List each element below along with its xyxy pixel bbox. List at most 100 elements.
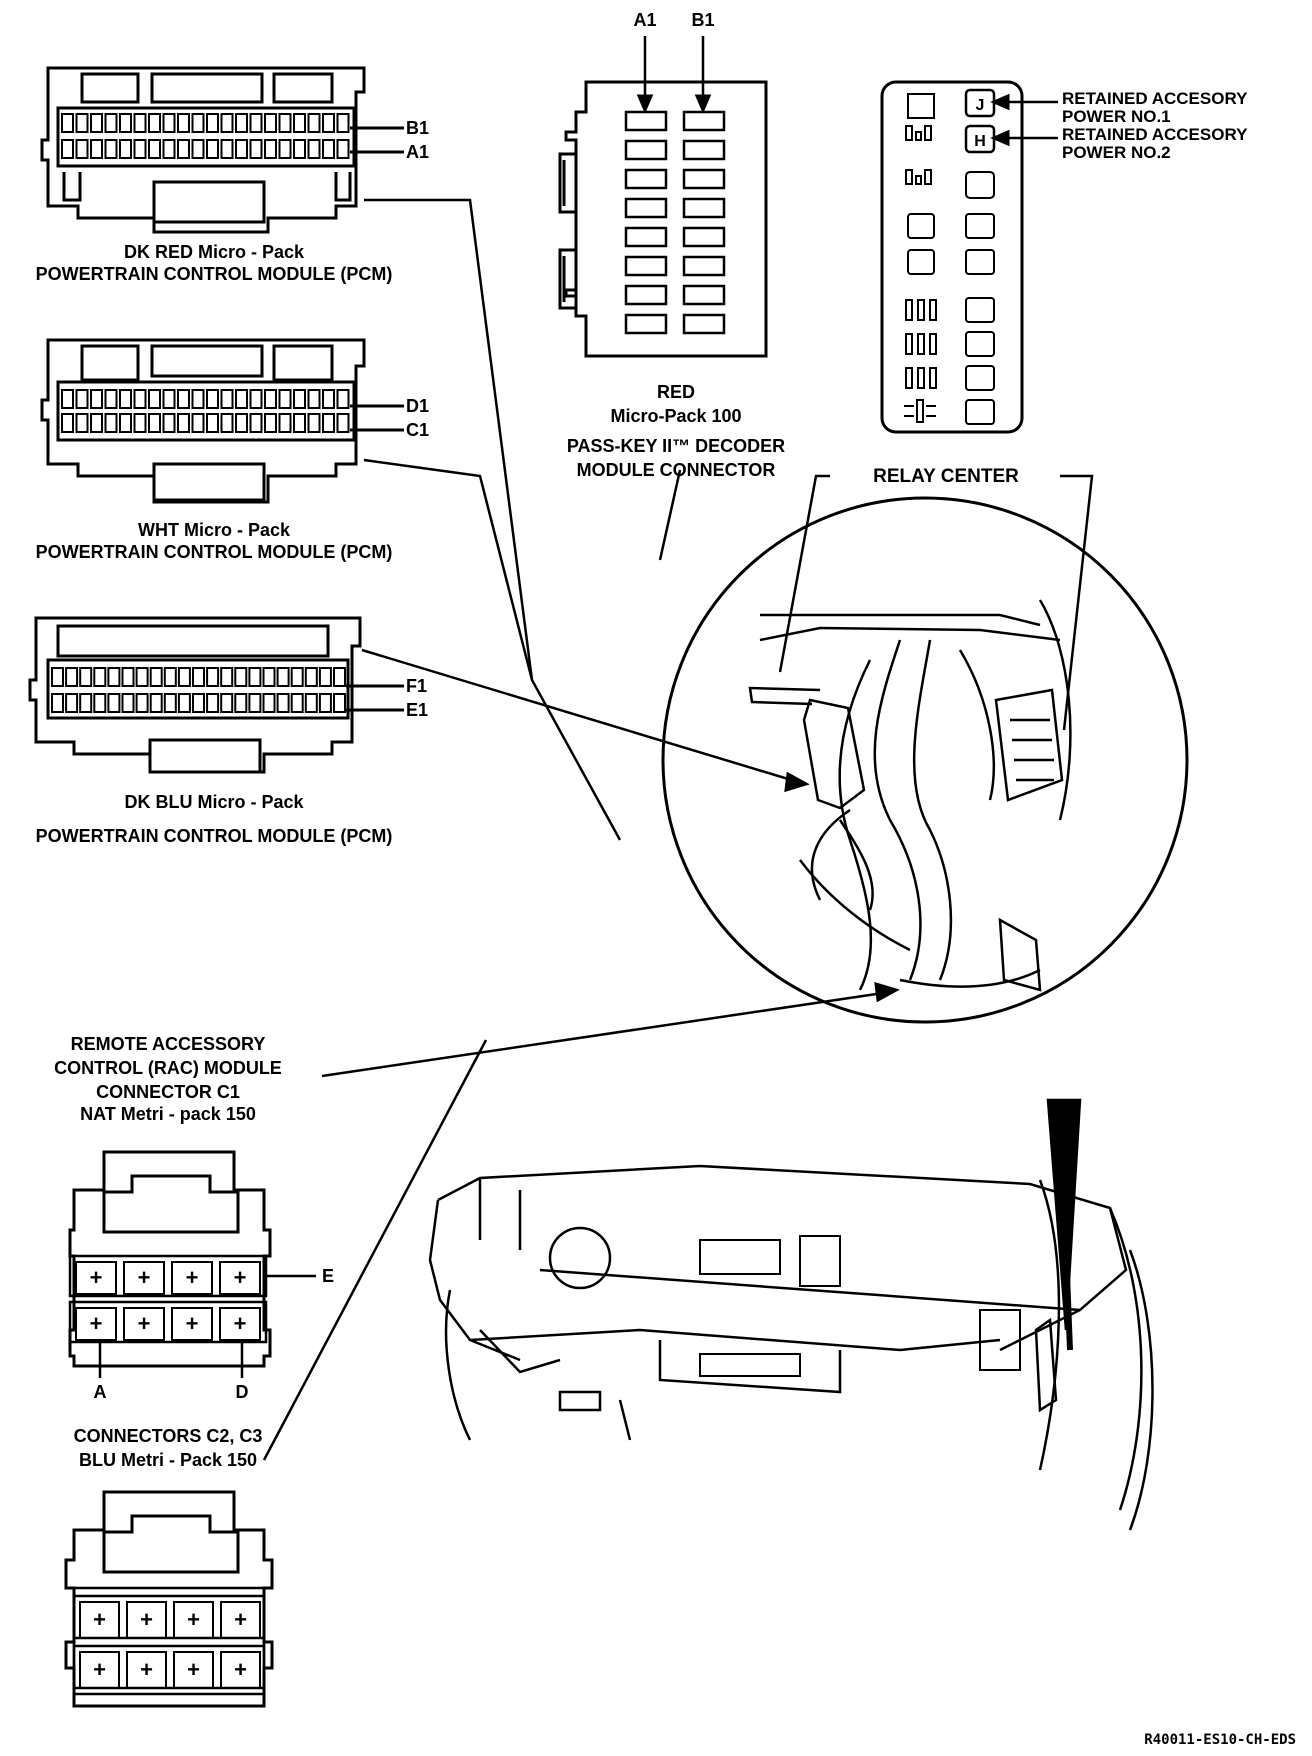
- pin-cell: [264, 389, 277, 409]
- rac-pin-d: D: [236, 1382, 249, 1402]
- pin-cell: [191, 113, 205, 133]
- passkey-line3: PASS-KEY II™ DECODER: [567, 436, 785, 456]
- pin-cell: [177, 113, 190, 133]
- pin-cell: [248, 693, 262, 713]
- rac-line4: NAT Metri - pack 150: [80, 1104, 256, 1124]
- pin-cell: [336, 413, 350, 433]
- pin-plus: +: [90, 1311, 103, 1336]
- pcm2-pin-label-c1: C1: [406, 420, 429, 440]
- pin-cell: [249, 413, 263, 433]
- pin-cell: [307, 139, 321, 159]
- pin-cell: [148, 413, 161, 433]
- pin-cell: [234, 667, 248, 687]
- pin-cell: [107, 667, 121, 687]
- pin-plus: +: [140, 1657, 153, 1682]
- pin-cell: [276, 693, 290, 713]
- pin-cell: [104, 413, 118, 433]
- pin-cell: [318, 693, 332, 713]
- pcm3-caption-line2: POWERTRAIN CONTROL MODULE (PCM): [36, 826, 393, 846]
- pin-cell: [278, 139, 292, 159]
- pin-cell: [75, 389, 89, 409]
- pin-cell: [219, 1261, 261, 1295]
- pin-cell: [126, 1651, 167, 1689]
- pin-cell: [235, 413, 248, 433]
- pin-cell: [75, 139, 89, 159]
- rac-connector-c1: [68, 1150, 316, 1378]
- pin-cell: [162, 113, 176, 133]
- pin-cell: [163, 693, 177, 713]
- pcm-connector-wht: [40, 338, 366, 504]
- pin-cell: [135, 667, 149, 687]
- pin-cell: [191, 413, 205, 433]
- pin-cell: [682, 284, 726, 306]
- pin-cell: [290, 667, 304, 687]
- pcm3-pin-label-f1: F1: [406, 676, 427, 696]
- pin-cell: [149, 667, 163, 687]
- pin-cell: [135, 693, 149, 713]
- pin-cell: [682, 168, 726, 190]
- pin-cell: [61, 113, 74, 133]
- pin-cell: [624, 255, 668, 277]
- pin-plus: +: [234, 1311, 247, 1336]
- relay-slot-j: J: [976, 97, 985, 114]
- pin-cell: [220, 413, 234, 433]
- pin-cell: [624, 313, 668, 335]
- pin-cell: [148, 139, 161, 159]
- pin-cell: [264, 113, 277, 133]
- pcm3-pin-label-e1: E1: [406, 700, 428, 720]
- pin-cell: [133, 413, 147, 433]
- pin-cell: [333, 693, 346, 713]
- pin-cell: [148, 389, 161, 409]
- pin-cell: [162, 139, 176, 159]
- pin-cell: [293, 413, 306, 433]
- pin-cell: [173, 1651, 214, 1689]
- pcm2-caption-line2: POWERTRAIN CONTROL MODULE (PCM): [36, 542, 393, 562]
- pin-cell: [322, 113, 335, 133]
- pin-cell: [336, 389, 350, 409]
- pin-cell: [177, 389, 190, 409]
- pin-cell: [220, 1601, 261, 1639]
- pin-cell: [107, 693, 121, 713]
- passkey-line4: MODULE CONNECTOR: [577, 460, 776, 480]
- pin-cell: [220, 1651, 261, 1689]
- pin-plus: +: [187, 1607, 200, 1632]
- pin-cell: [278, 413, 292, 433]
- pin-cell: [206, 113, 219, 133]
- pin-cell: [90, 413, 103, 433]
- pin-cell: [276, 667, 290, 687]
- pin-cell: [293, 139, 306, 159]
- pin-cell: [177, 693, 191, 713]
- pin-cell: [249, 389, 263, 409]
- rac-line3: CONNECTOR C1: [96, 1082, 240, 1102]
- pin-cell: [682, 313, 726, 335]
- pin-cell: [322, 413, 335, 433]
- pin-cell: [192, 693, 205, 713]
- pin-cell: [171, 1307, 213, 1341]
- relay-slot-h: H: [974, 133, 986, 150]
- pcm3-caption-line1: DK BLU Micro - Pack: [124, 792, 304, 812]
- pin-cell: [51, 667, 64, 687]
- rac-line1: REMOTE ACCESSORY: [71, 1034, 266, 1054]
- pin-cell: [119, 139, 132, 159]
- relay-center-box: [880, 80, 1058, 434]
- detail-circle: [661, 496, 1189, 1024]
- pin-cell: [149, 693, 163, 713]
- pin-cell: [278, 389, 292, 409]
- c2c3-line2: BLU Metri - Pack 150: [79, 1450, 257, 1470]
- pin-cell: [173, 1601, 214, 1639]
- pin-cell: [75, 113, 89, 133]
- pin-plus: +: [186, 1311, 199, 1336]
- pin-cell: [220, 139, 234, 159]
- pin-cell: [104, 389, 118, 409]
- pin-cell: [119, 113, 132, 133]
- pcm2-pin-label-d1: D1: [406, 396, 429, 416]
- pcm-connector-dk-blu: [28, 616, 362, 774]
- pin-cell: [177, 139, 190, 159]
- relay-symbols: [904, 125, 937, 423]
- pin-cell: [318, 667, 332, 687]
- pin-cell: [162, 413, 176, 433]
- pin-cell: [293, 389, 306, 409]
- pin-cell: [235, 389, 248, 409]
- pin-cell: [133, 389, 147, 409]
- pin-plus: +: [234, 1265, 247, 1290]
